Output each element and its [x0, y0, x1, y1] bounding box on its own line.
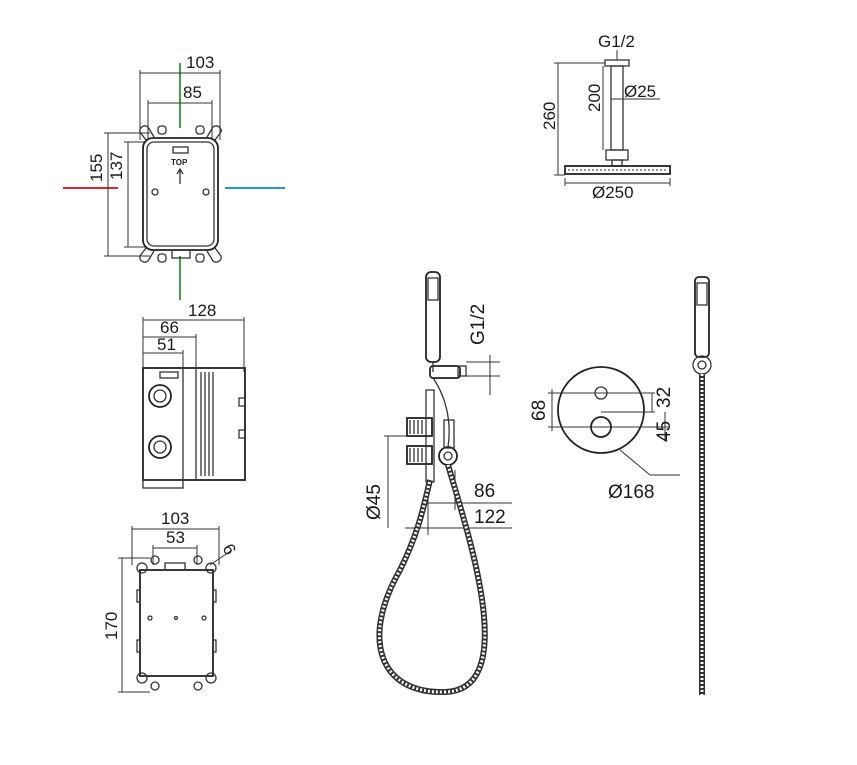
overhead-arm-length-label: 200 [585, 84, 604, 112]
rail-hand-shower [692, 276, 712, 695]
front-height-inner-label: 137 [107, 152, 126, 180]
box-side-body [142, 367, 246, 481]
overhead-total-height-label: 260 [540, 102, 559, 130]
side-depth-inner-label: 51 [157, 335, 176, 354]
box-front-view: 103 85 155 137 TOP [63, 53, 285, 300]
front-width-inner-label: 85 [183, 83, 202, 102]
back-hole-label: 6 [219, 541, 240, 559]
overhead-thread-label: G1/2 [598, 32, 635, 51]
front-height-outer-label: 155 [87, 154, 106, 182]
plate-dim-a-label: 45 [654, 421, 675, 442]
hand-projection-b-label: 122 [474, 507, 506, 528]
hand-diameter-label: Ø45 [364, 484, 385, 520]
hand-thread-label: G1/2 [468, 304, 489, 345]
overhead-arm-diameter-label: Ø25 [624, 82, 656, 101]
hand-projection-a-label: 86 [474, 481, 495, 502]
box-front-body [142, 137, 219, 251]
overhead-head-diameter-label: Ø250 [592, 183, 634, 202]
side-depth-mid-label: 66 [160, 318, 179, 337]
hand-shower-set: G1/2 Ø45 86 122 [364, 271, 512, 696]
back-spacing-label: 53 [166, 528, 185, 547]
control-plate: 68 45 32 Ø168 [529, 366, 680, 503]
plate-height-label: 68 [529, 400, 550, 421]
plate-dim-b-label: 32 [654, 387, 675, 408]
hand-knob-1 [406, 417, 433, 437]
front-width-outer-label: 103 [186, 53, 214, 72]
top-label: TOP [171, 158, 188, 167]
plate-diameter-label: Ø168 [608, 482, 654, 503]
overhead-shower: G1/2 260 200 Ø25 Ø250 [540, 32, 671, 202]
back-width-label: 103 [161, 509, 189, 528]
box-back-body [139, 569, 214, 677]
overhead-head [564, 165, 671, 175]
back-height-label: 170 [102, 612, 121, 640]
hand-knob-2 [406, 445, 433, 465]
box-back-view: 103 53 6 170 [102, 509, 240, 693]
hand-hose [376, 464, 488, 696]
hand-outlet [438, 446, 458, 466]
plate-circle [557, 366, 645, 454]
side-depth-total-label: 128 [188, 301, 216, 320]
box-side-view: 128 66 51 [142, 301, 246, 489]
